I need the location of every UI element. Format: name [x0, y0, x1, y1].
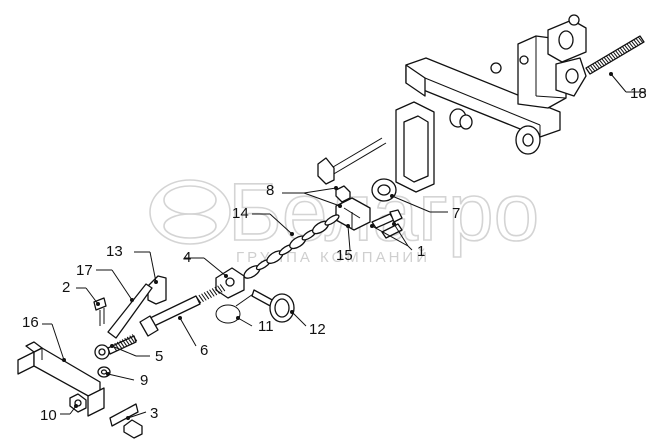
callout-1: 1 — [417, 243, 425, 260]
nut-upper — [335, 185, 351, 203]
thread-line — [203, 292, 210, 300]
long-bolt — [317, 137, 387, 185]
thread-line — [630, 40, 637, 48]
callout-3: 3 — [150, 405, 158, 422]
thread-line — [626, 43, 632, 51]
callout-13: 13 — [106, 243, 123, 260]
callout-16: 16 — [22, 314, 39, 331]
thread-line — [596, 60, 603, 68]
thread-line — [219, 284, 226, 292]
thread-line — [633, 38, 639, 46]
nut-lower — [69, 393, 87, 413]
thread-line — [605, 55, 612, 63]
callout-numbers: 1 2 3 4 5 6 7 8 9 10 11 12 13 14 15 16 1… — [22, 85, 647, 424]
thread-line — [119, 340, 125, 348]
callout-9: 9 — [140, 372, 148, 389]
thread-line — [129, 335, 135, 343]
thread-line — [198, 294, 204, 302]
thread-line — [206, 290, 212, 298]
callout-2: 2 — [62, 279, 70, 296]
thread-line — [589, 64, 596, 72]
thread-line — [217, 285, 223, 293]
callout-8: 8 — [266, 182, 274, 199]
thread-line — [623, 44, 630, 52]
callout-5: 5 — [155, 348, 163, 365]
thread-line — [195, 296, 202, 304]
callout-4: 4 — [183, 249, 191, 266]
watermark-logo — [149, 179, 231, 245]
thread-line — [637, 36, 644, 44]
callout-7: 7 — [452, 205, 460, 222]
callout-11: 11 — [258, 318, 274, 335]
thread-line — [619, 47, 626, 55]
callout-12: 12 — [309, 321, 326, 338]
thread-line — [592, 63, 598, 71]
callout-18: 18 — [630, 85, 647, 102]
spring-clip — [215, 291, 257, 324]
thread-line — [124, 337, 130, 346]
thread-line — [594, 62, 601, 70]
thread-line — [612, 51, 619, 59]
thread-line — [211, 288, 218, 296]
callout-10: 10 — [40, 407, 57, 424]
mounting-frame — [395, 14, 587, 193]
callout-6: 6 — [200, 342, 208, 359]
thread-line — [614, 49, 621, 57]
callout-14: 14 — [232, 205, 249, 222]
thread-line — [587, 66, 594, 74]
threaded-rod — [585, 35, 645, 75]
thread-line — [598, 59, 605, 67]
thread-line — [610, 52, 617, 60]
thread-line — [116, 341, 123, 349]
thread-line — [201, 293, 207, 301]
thread-line — [601, 58, 607, 66]
thread-line — [131, 334, 138, 342]
thread-line — [617, 48, 623, 56]
small-bolt — [93, 297, 107, 326]
thread-line — [126, 336, 133, 344]
thread-line — [628, 41, 635, 49]
thread-line — [603, 56, 610, 64]
chain-link — [324, 214, 340, 226]
leader-lines — [42, 72, 646, 420]
pin-with-ring — [251, 289, 295, 323]
thread-line — [214, 286, 220, 294]
callout-15: 15 — [336, 247, 353, 264]
thread-line — [608, 53, 614, 61]
thread-line — [209, 289, 215, 297]
washer-ring — [371, 178, 397, 202]
turnbuckle — [139, 284, 226, 337]
mounting-bracket — [17, 341, 105, 417]
thread-line — [635, 37, 642, 45]
eye-bolt — [94, 334, 138, 360]
callout-17: 17 — [76, 262, 93, 279]
thread-line — [121, 339, 128, 347]
locking-plate — [147, 275, 167, 305]
hex-bolt — [109, 403, 143, 439]
clevis-fork — [215, 267, 245, 299]
thread-line — [621, 45, 628, 53]
